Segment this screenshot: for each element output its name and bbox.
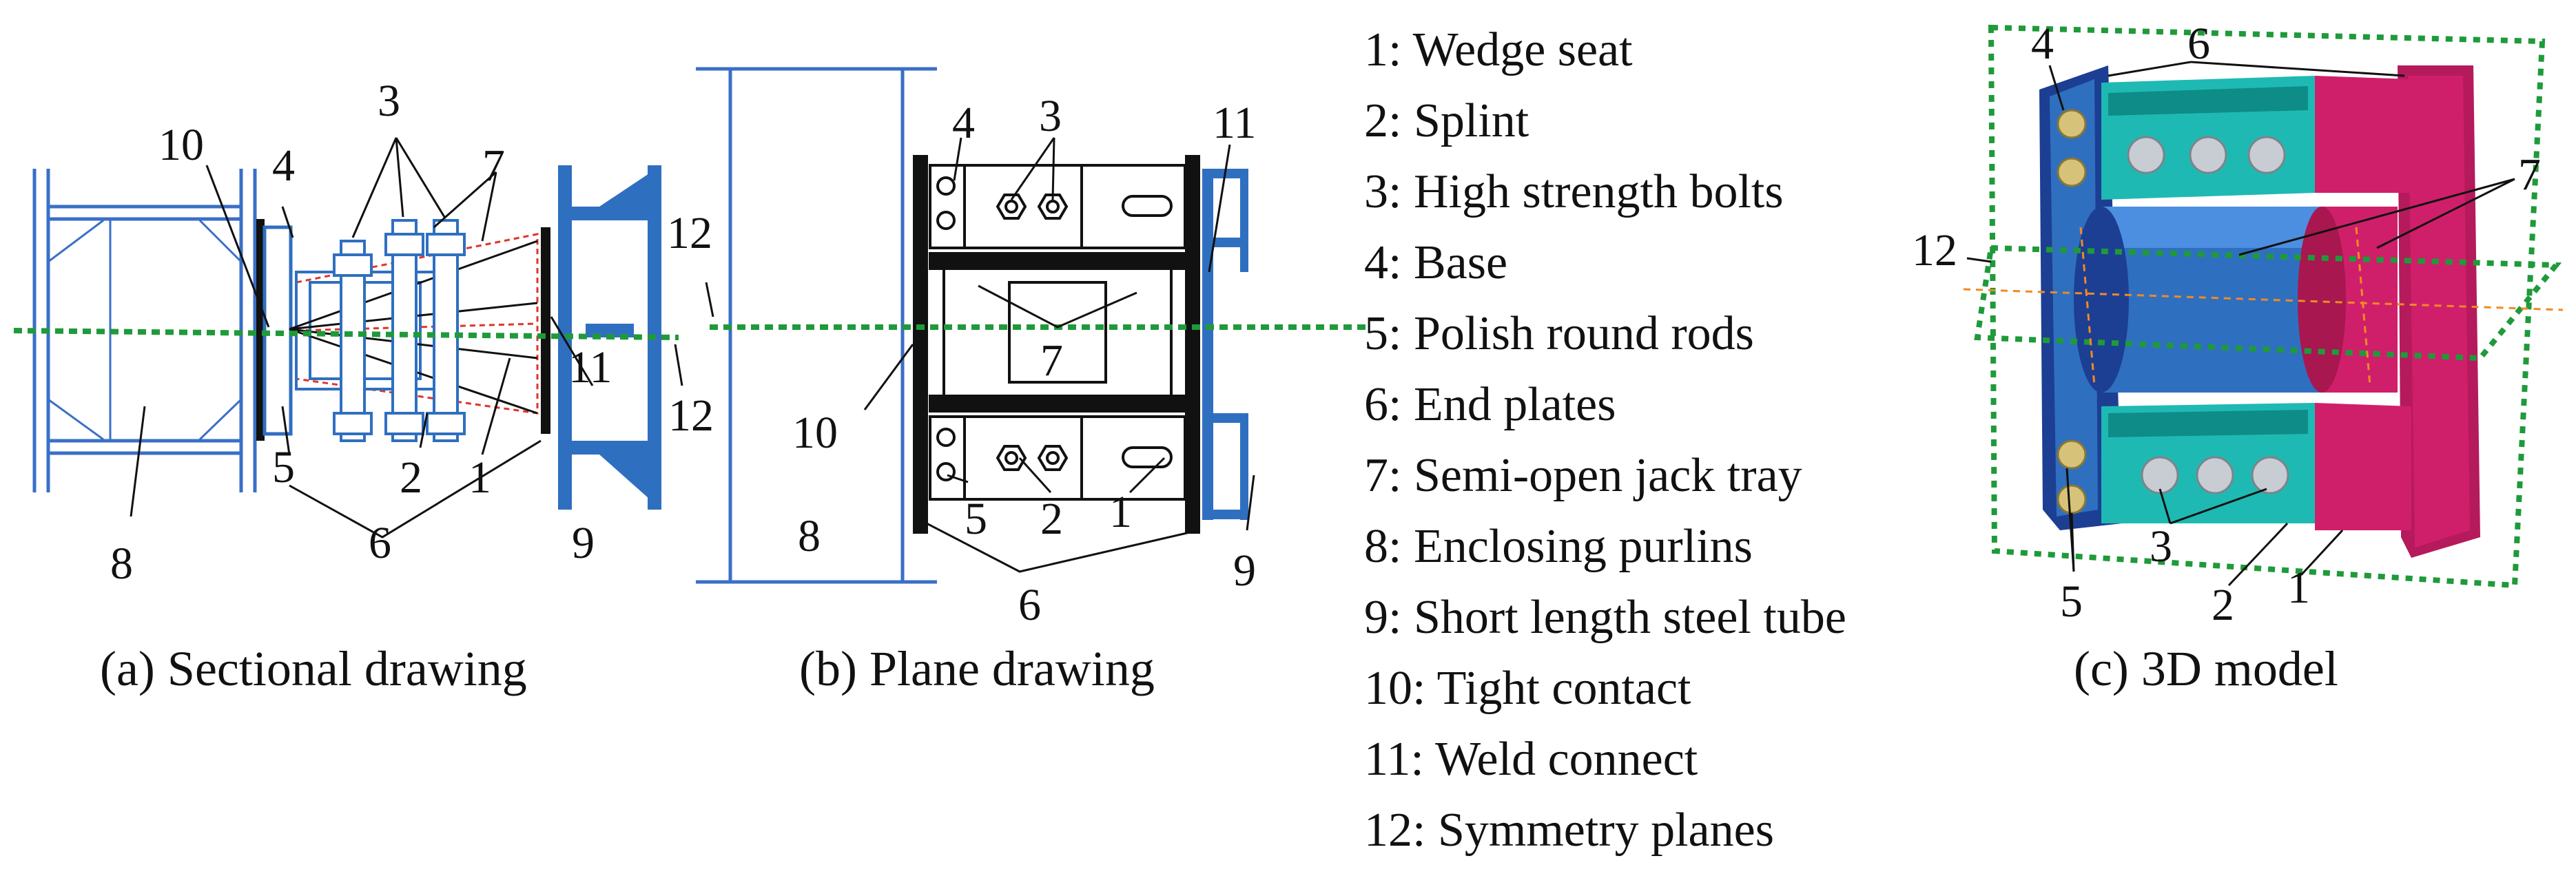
callout-a-1: 1 <box>468 452 491 503</box>
short-steel-tube-b <box>1202 169 1248 520</box>
callout-a-9: 9 <box>572 518 595 568</box>
callout-b-3: 3 <box>1039 91 1062 141</box>
callout-c-5: 5 <box>2060 576 2083 627</box>
callout-a-4: 4 <box>272 140 295 191</box>
callout-b-6: 6 <box>1018 580 1041 630</box>
callout-a-10: 10 <box>158 120 204 170</box>
lower-bolts-b <box>936 428 1069 481</box>
legend-item-9: 9: Short length steel tube <box>1364 591 1846 644</box>
callout-c-4: 4 <box>2031 19 2054 69</box>
callout-c-3: 3 <box>2150 521 2172 572</box>
legend: 1: Wedge seat 2: Splint 3: High strength… <box>1364 23 1846 857</box>
callout-a-5: 5 <box>272 442 295 492</box>
symmetry-plane-a <box>13 328 679 340</box>
panel-a-sectional-drawing: 10 4 3 7 11 12 5 2 1 6 9 8 (a) Sectional… <box>13 76 714 696</box>
callout-b-7: 7 <box>1040 335 1063 386</box>
callout-a-7: 7 <box>482 140 505 191</box>
callout-a-11: 11 <box>568 342 612 393</box>
legend-item-6: 6: End plates <box>1364 378 1616 431</box>
model-dotted-frame <box>1988 24 2546 589</box>
legend-item-4: 4: Base <box>1364 236 1507 289</box>
callout-a-6: 6 <box>369 518 391 568</box>
legend-item-7: 7: Semi-open jack tray <box>1364 449 1802 502</box>
high-strength-bolts-a <box>333 219 466 442</box>
caption-c: (c) 3D model <box>2074 641 2338 696</box>
callout-b-11: 11 <box>1213 98 1257 148</box>
panel-b-plane-drawing: 4 3 11 12 7 10 8 5 2 1 6 9 (b) Plane dra… <box>667 67 1371 696</box>
legend-item-12: 12: Symmetry planes <box>1364 804 1774 857</box>
legend-item-3: 3: High strength bolts <box>1364 165 1784 218</box>
callout-b-8: 8 <box>798 511 821 561</box>
callout-c-1: 1 <box>2287 563 2310 613</box>
end-plate-right <box>541 227 550 434</box>
dashed-axes-c <box>1963 227 2564 386</box>
callout-c-12: 12 <box>1912 225 1957 275</box>
end-plate-left <box>256 219 265 441</box>
end-plate-b-right <box>1185 155 1200 534</box>
callout-a-12: 12 <box>668 390 714 441</box>
callout-b-12: 12 <box>667 208 712 258</box>
callout-b-9: 9 <box>1233 545 1256 596</box>
callout-b-5: 5 <box>965 494 987 544</box>
leaders-c <box>1966 61 2515 587</box>
legend-item-1: 1: Wedge seat <box>1364 23 1633 76</box>
callout-a-3: 3 <box>378 76 400 126</box>
enclosing-purlin-plane <box>696 67 937 584</box>
short-steel-tube-a <box>558 165 661 510</box>
callout-c-7: 7 <box>2518 149 2541 200</box>
end-plate-b-left <box>913 155 928 534</box>
legend-item-8: 8: Enclosing purlins <box>1364 520 1753 573</box>
legend-item-2: 2: Splint <box>1364 94 1529 147</box>
callout-a-8: 8 <box>110 539 133 589</box>
panel-c-3d-model: 4 6 7 12 3 5 2 1 (c) 3D model <box>1912 19 2564 696</box>
enclosing-purlin-section <box>32 169 257 492</box>
symmetry-plane-c <box>1974 244 2562 362</box>
callout-a-2: 2 <box>400 452 422 503</box>
caption-a: (a) Sectional drawing <box>100 641 527 696</box>
bolt-heads-c <box>2127 136 2289 494</box>
callout-b-10: 10 <box>792 408 838 458</box>
lower-module-b <box>929 415 1186 501</box>
callout-c-6: 6 <box>2187 19 2210 69</box>
caption-b: (b) Plane drawing <box>799 641 1155 696</box>
leaders-a <box>130 137 683 539</box>
legend-item-10: 10: Tight contact <box>1364 662 1691 715</box>
upper-bolts-b <box>936 176 1069 230</box>
callout-b-2: 2 <box>1040 494 1063 544</box>
callout-c-2: 2 <box>2212 580 2234 630</box>
legend-item-11: 11: Weld connect <box>1364 733 1698 786</box>
legend-item-5: 5: Polish round rods <box>1364 307 1754 360</box>
callout-b-1: 1 <box>1109 487 1132 537</box>
upper-module-b <box>929 164 1186 249</box>
callout-b-4: 4 <box>952 98 975 148</box>
jack-tray-b <box>929 252 1186 413</box>
leaders-b <box>705 137 1255 573</box>
